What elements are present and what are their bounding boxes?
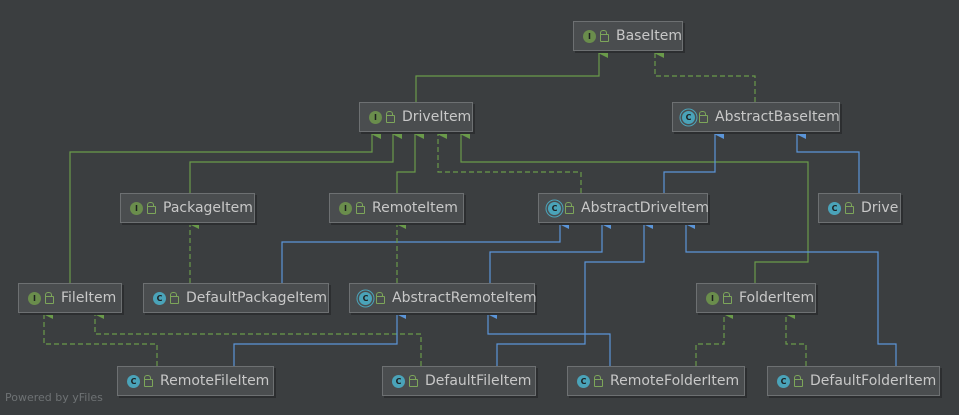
- edge-remotefolderitem-abstractremoteitem: [487, 309, 611, 366]
- edge-abstractdriveitem-driveitem: [437, 129, 582, 193]
- lock-icon: [845, 202, 854, 214]
- edge-defaultfolderitem-abstractdriveitem: [685, 219, 897, 366]
- lock-icon: [794, 375, 803, 387]
- node-remote-file-item[interactable]: C RemoteFileItem: [117, 366, 274, 396]
- node-label: DriveItem: [402, 109, 472, 125]
- node-label: RemoteFolderItem: [610, 373, 740, 389]
- lock-icon: [386, 111, 395, 123]
- lock-icon: [699, 111, 708, 123]
- node-default-package-item[interactable]: C DefaultPackageItem: [143, 283, 329, 313]
- class-icon: C: [777, 374, 790, 388]
- node-label: PackageItem: [163, 200, 253, 216]
- node-file-item[interactable]: I FileItem: [18, 283, 122, 313]
- class-icon: C: [127, 374, 140, 388]
- interface-icon: I: [583, 29, 596, 43]
- node-label: AbstractBaseItem: [715, 109, 840, 125]
- node-label: RemoteItem: [372, 200, 458, 216]
- edge-defaultpackageitem-abstractdriveitem: [281, 219, 569, 283]
- edge-remotefolderitem-folderitem: [695, 309, 733, 366]
- interface-icon: I: [28, 291, 41, 305]
- edge-remotefileitem-abstractremoteitem: [233, 309, 406, 366]
- edge-driveitem-baseitem: [415, 48, 608, 102]
- node-package-item[interactable]: I PackageItem: [120, 193, 255, 223]
- edge-abstractdriveitem-abstractbaseitem: [663, 129, 724, 193]
- class-icon: C: [153, 291, 166, 305]
- lock-icon: [147, 202, 156, 214]
- node-label: FileItem: [61, 290, 117, 306]
- edge-abstractremoteitem-abstractdriveitem: [489, 219, 611, 283]
- class-icon: C: [828, 201, 841, 215]
- node-remote-item[interactable]: I RemoteItem: [329, 193, 464, 223]
- edge-abstractbaseitem-baseitem: [654, 48, 756, 102]
- node-base-item[interactable]: I BaseItem: [573, 21, 683, 51]
- edge-remoteitem-driveitem: [396, 129, 424, 193]
- lock-icon: [723, 292, 732, 304]
- node-remote-folder-item[interactable]: C RemoteFolderItem: [567, 366, 745, 396]
- edge-defaultfolderitem-folderitem: [785, 309, 807, 366]
- abstract-class-icon: C: [682, 110, 695, 124]
- edge-defaultfileitem-abstractdriveitem: [496, 219, 653, 366]
- lock-icon: [376, 292, 385, 304]
- interface-icon: I: [706, 291, 719, 305]
- lock-icon: [600, 30, 609, 42]
- node-drive[interactable]: C Drive: [818, 193, 901, 223]
- node-label: FolderItem: [739, 290, 815, 306]
- node-drive-item[interactable]: I DriveItem: [359, 102, 473, 132]
- edge-drive-abstractbaseitem: [796, 129, 860, 193]
- node-label: Drive: [861, 200, 899, 216]
- abstract-class-icon: C: [359, 291, 372, 305]
- interface-icon: I: [339, 201, 352, 215]
- node-abstract-base-item[interactable]: C AbstractBaseItem: [672, 102, 840, 132]
- edge-fileitem-driveitem: [69, 129, 381, 283]
- lock-icon: [45, 292, 54, 304]
- class-icon: C: [577, 374, 590, 388]
- class-icon: C: [392, 374, 405, 388]
- interface-icon: I: [130, 201, 143, 215]
- powered-by-footer: Powered by yFiles: [5, 391, 103, 404]
- edge-packageitem-driveitem: [189, 129, 402, 193]
- abstract-class-icon: C: [548, 201, 561, 215]
- lock-icon: [170, 292, 179, 304]
- interface-icon: I: [369, 110, 382, 124]
- node-folder-item[interactable]: I FolderItem: [696, 283, 816, 313]
- node-label: DefaultFolderItem: [810, 373, 937, 389]
- lock-icon: [409, 375, 418, 387]
- lock-icon: [565, 202, 574, 214]
- node-label: AbstractDriveItem: [581, 200, 709, 216]
- edge-remotefileitem-fileitem: [43, 309, 158, 366]
- node-label: DefaultPackageItem: [186, 290, 328, 306]
- node-label: RemoteFileItem: [160, 373, 270, 389]
- node-label: BaseItem: [616, 28, 682, 44]
- node-abstract-drive-item[interactable]: C AbstractDriveItem: [538, 193, 709, 223]
- node-label: AbstractRemoteItem: [392, 290, 537, 306]
- node-default-file-item[interactable]: C DefaultFileItem: [382, 366, 536, 396]
- node-label: DefaultFileItem: [425, 373, 532, 389]
- edge-folderitem-driveitem: [460, 129, 809, 283]
- lock-icon: [144, 375, 153, 387]
- node-default-folder-item[interactable]: C DefaultFolderItem: [767, 366, 940, 396]
- edge-defaultfileitem-fileitem: [94, 309, 422, 366]
- node-abstract-remote-item[interactable]: C AbstractRemoteItem: [349, 283, 537, 313]
- lock-icon: [356, 202, 365, 214]
- lock-icon: [594, 375, 603, 387]
